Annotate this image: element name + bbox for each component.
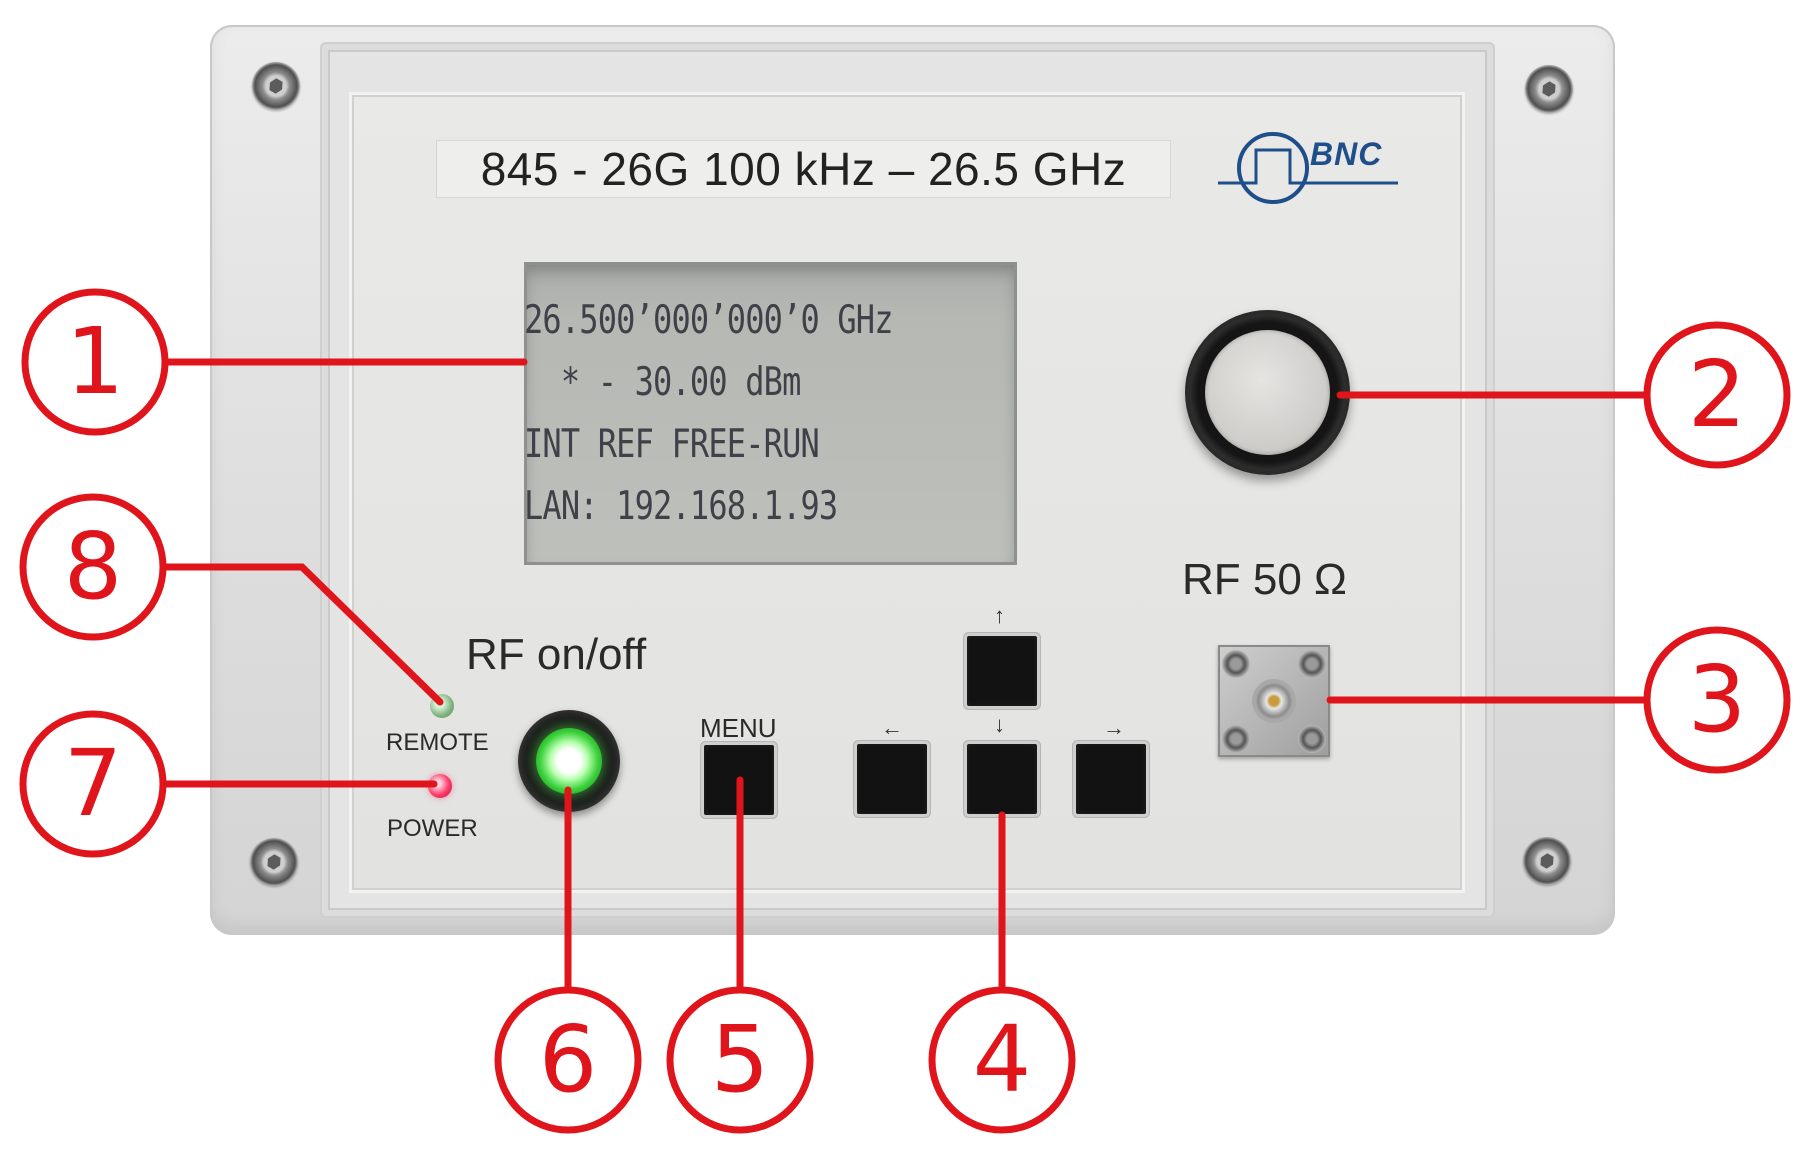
arrow-right-icon: → — [1103, 715, 1125, 740]
rf-on-off-label: RF on/off — [466, 630, 647, 679]
remote-led — [430, 694, 454, 718]
power-led — [428, 774, 452, 798]
arrow-left-icon: ← — [881, 715, 903, 740]
arrow-down-icon: ↓ — [994, 712, 1005, 737]
arrow-up-icon: ↑ — [994, 603, 1005, 628]
sma-center-icon — [1256, 683, 1292, 719]
right-button[interactable] — [1076, 744, 1146, 814]
model-label: 845 - 26G 100 kHz – 26.5 GHz — [436, 140, 1171, 198]
lcd-power: * - 30.00 dBm — [524, 360, 801, 405]
screw-icon — [252, 62, 300, 110]
left-button[interactable] — [857, 744, 927, 814]
callout-number: 2 — [1687, 341, 1747, 448]
rf-connector-label: RF 50 Ω — [1182, 555, 1347, 604]
up-button[interactable] — [967, 636, 1037, 706]
screw-icon — [1222, 725, 1250, 753]
power-label: POWER — [387, 815, 478, 842]
lcd-frequency: 26.500’000’000’0 GHz — [524, 298, 893, 343]
callout-number: 8 — [63, 513, 123, 620]
rf-on-indicator-icon — [536, 728, 602, 794]
callout-number: 5 — [710, 1006, 770, 1113]
bnc-logo-icon — [1218, 132, 1398, 204]
lcd-display: 26.500’000’000’0 GHz * - 30.00 dBm INT R… — [524, 262, 1017, 565]
screw-icon — [1222, 650, 1250, 678]
callout-number: 1 — [65, 308, 125, 415]
menu-button[interactable] — [704, 745, 774, 815]
remote-label: REMOTE — [386, 729, 489, 756]
screw-icon — [1298, 725, 1326, 753]
down-button[interactable] — [967, 744, 1037, 814]
callout-number: 7 — [63, 730, 123, 837]
logo-text: BNC — [1310, 136, 1383, 172]
lcd-lan: LAN: 192.168.1.93 — [524, 484, 838, 529]
screw-icon — [250, 838, 298, 886]
rotary-knob-cap[interactable] — [1205, 330, 1330, 455]
screw-icon — [1523, 837, 1571, 885]
callout-number: 6 — [538, 1006, 598, 1113]
callout-number: 4 — [972, 1006, 1032, 1113]
callout-number: 3 — [1687, 646, 1747, 753]
lcd-reference: INT REF FREE-RUN — [524, 422, 820, 467]
screw-icon — [1525, 65, 1573, 113]
menu-label: MENU — [700, 713, 777, 743]
screw-icon — [1298, 650, 1326, 678]
